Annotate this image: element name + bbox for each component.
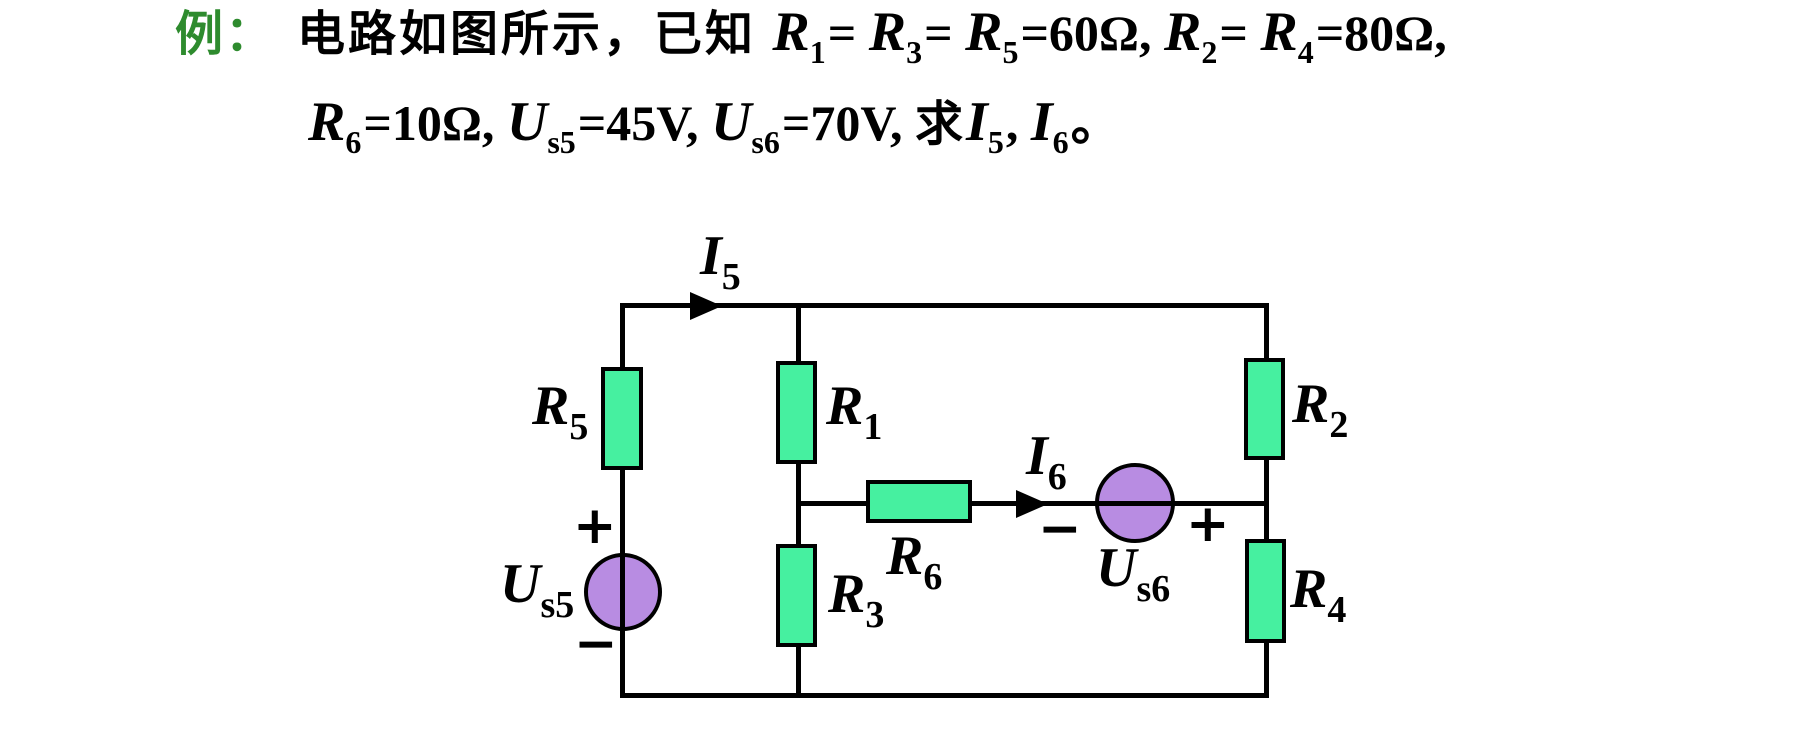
- i6-current-arrow-icon: [1016, 489, 1048, 518]
- us6-plus-sign: +: [1186, 494, 1230, 554]
- resistor-r2: [1244, 358, 1285, 460]
- i5-current-arrow-icon: [690, 291, 722, 320]
- label-r2: R2: [1292, 373, 1349, 446]
- us5-minus-sign: −: [574, 614, 618, 674]
- given-term-r5: R5=60Ω,: [965, 1, 1164, 70]
- given-term-r4: R4=80Ω,: [1260, 1, 1447, 70]
- resistor-r5: [601, 367, 643, 470]
- resistor-r4: [1245, 539, 1286, 643]
- label-r5: R5: [532, 375, 589, 448]
- label-us6: Us6: [1096, 537, 1171, 610]
- problem-intro-text: 电路如图所示，已知: [297, 8, 773, 61]
- given-term-r1: R1=: [772, 1, 869, 70]
- given-term-r2: R2=: [1163, 1, 1261, 70]
- find-term-i5: I5,: [966, 91, 1031, 160]
- label-us5: Us5: [500, 553, 575, 626]
- given-term-us5: Us5=45V,: [506, 91, 711, 160]
- wire-right: [1264, 303, 1269, 698]
- given-term-us6: Us6=70V,: [710, 91, 916, 160]
- resistor-r1: [776, 361, 817, 464]
- problem-statement-line1: 例： 电路如图所示，已知 R1= R3= R5=60Ω, R2= R4=80Ω,: [175, 0, 1447, 71]
- label-r4: R4: [1290, 558, 1347, 631]
- label-r1: R1: [826, 375, 883, 448]
- label-r3: R3: [828, 563, 885, 636]
- wire-top: [620, 303, 1269, 308]
- example-label: 例：: [175, 8, 276, 61]
- us5-plus-sign: +: [573, 496, 617, 556]
- find-text: 求: [915, 98, 967, 151]
- label-i5: I5: [700, 225, 741, 298]
- wire-left: [620, 303, 625, 698]
- wire-middle-vertical: [796, 303, 801, 698]
- find-term-i6: I6。: [1030, 91, 1121, 160]
- label-i6: I6: [1026, 425, 1067, 498]
- given-term-r6: R6=10Ω,: [308, 91, 507, 160]
- label-r6: R6: [886, 525, 943, 598]
- us6-minus-sign: −: [1038, 499, 1082, 559]
- given-term-r3: R3=: [868, 1, 966, 70]
- resistor-r6: [866, 480, 972, 523]
- problem-statement-line2: R6=10Ω, Us5=45V, Us6=70V, 求I5, I6。: [308, 90, 1121, 161]
- wire-bottom: [620, 693, 1269, 698]
- resistor-r3: [776, 544, 817, 647]
